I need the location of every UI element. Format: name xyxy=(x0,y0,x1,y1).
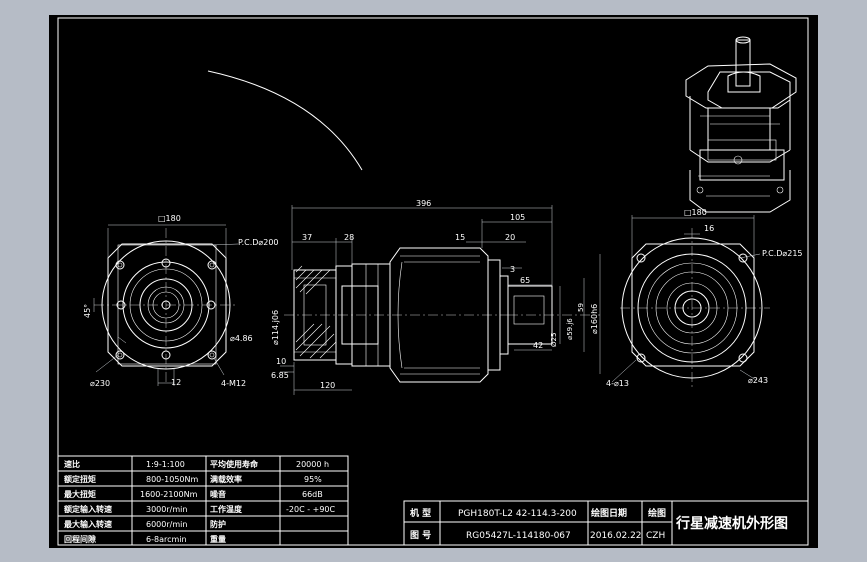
left-end-view xyxy=(93,224,239,386)
spec-value: 1:9-1:100 xyxy=(146,460,185,469)
dim-output-length: 105 xyxy=(510,213,525,222)
dim-input-dia: ⌀114.j06 xyxy=(271,310,280,345)
dim-120: 120 xyxy=(320,381,335,390)
dim-6-85: 6.85 xyxy=(271,371,289,380)
drawn-date-label: 绘图日期 xyxy=(591,507,627,519)
spec-value: 6-8arcmin xyxy=(146,535,187,544)
dim-10: 10 xyxy=(276,357,286,366)
dim-right-16: 16 xyxy=(704,224,714,233)
drafter-initials: CZH xyxy=(646,531,665,541)
drawn-label: 绘图 xyxy=(648,507,666,519)
dim-right-pcd: P.C.D⌀215 xyxy=(762,249,803,258)
title-block-grid xyxy=(403,500,809,546)
drawing-number-label: 图 号 xyxy=(410,530,431,541)
dim-28: 28 xyxy=(344,233,354,242)
dim-right-outer: ⌀243 xyxy=(748,376,768,385)
dim-right-width: □180 xyxy=(684,208,707,217)
dim-right-holes: 4-⌀13 xyxy=(606,379,629,388)
dim-left-key: 12 xyxy=(171,378,181,387)
spec-table: 速比 1:9-1:100 平均使用寿命 20000 h 额定扭矩 800-105… xyxy=(64,459,336,544)
model-label: 机 型 xyxy=(410,507,431,519)
spec-key: 防护 xyxy=(210,519,226,529)
side-view xyxy=(280,205,601,395)
spec-key: 速比 xyxy=(64,459,80,469)
spec-key: 重量 xyxy=(210,534,226,544)
title-block: 机 型 PGH180T-L2 42-114.3-200 绘图日期 绘图 图 号 … xyxy=(410,507,788,541)
dim-42: 42 xyxy=(533,341,543,350)
spec-key: 回程间隙 xyxy=(64,534,96,544)
dim-left-hole: ⌀4.86 xyxy=(230,334,253,343)
spec-value: 6000r/min xyxy=(146,520,187,529)
spec-value: 800-1050Nm xyxy=(146,475,199,484)
dim-20: 20 xyxy=(505,233,515,242)
spec-table-grid xyxy=(57,455,349,546)
spec-key: 平均使用寿命 xyxy=(210,459,259,469)
dim-160h6: ⌀160h6 xyxy=(590,304,599,334)
spec-value: 1600-2100Nm xyxy=(140,490,198,499)
spec-value: 66dB xyxy=(302,490,323,499)
spec-value: 3000r/min xyxy=(146,505,187,514)
spec-value: 95% xyxy=(304,475,322,484)
dim-37: 37 xyxy=(302,233,312,242)
model-number: PGH180T-L2 42-114.3-200 xyxy=(458,509,577,519)
dim-left-thread: 4-M12 xyxy=(221,379,246,388)
spec-value: -20C - +90C xyxy=(286,505,336,514)
dim-left-angle: 45° xyxy=(83,304,92,318)
dim-left-pcd: P.C.D⌀200 xyxy=(238,238,279,247)
dim-total-length: 396 xyxy=(416,199,431,208)
spec-key: 额定扭矩 xyxy=(64,474,96,484)
spec-key: 工作温度 xyxy=(210,504,243,514)
spec-key: 噪音 xyxy=(210,489,226,499)
spec-key: 满载效率 xyxy=(210,474,242,484)
drawing-title: 行星减速机外形图 xyxy=(675,515,788,532)
drawing-date: 2016.02.22 xyxy=(590,531,642,541)
spec-value: 20000 h xyxy=(296,460,329,469)
drawing-number: RG05427L-114180-067 xyxy=(466,531,571,541)
spec-key: 最大输入转速 xyxy=(64,519,112,529)
dim-15: 15 xyxy=(455,233,465,242)
spec-key: 额定输入转速 xyxy=(64,504,112,514)
dim-59j6: ⌀59.j6 xyxy=(566,318,574,340)
isometric-view xyxy=(685,36,797,213)
spec-key: 最大扭矩 xyxy=(64,489,96,499)
right-end-view xyxy=(611,215,770,388)
dim-59: 59 xyxy=(577,303,585,312)
dim-65: 65 xyxy=(520,276,530,285)
dim-3: 3 xyxy=(510,265,515,274)
dim-left-outer: ⌀230 xyxy=(90,379,110,388)
dim-25: Ø25 xyxy=(550,333,558,347)
dim-left-width: □180 xyxy=(158,214,181,223)
decorative-arc xyxy=(207,70,363,171)
